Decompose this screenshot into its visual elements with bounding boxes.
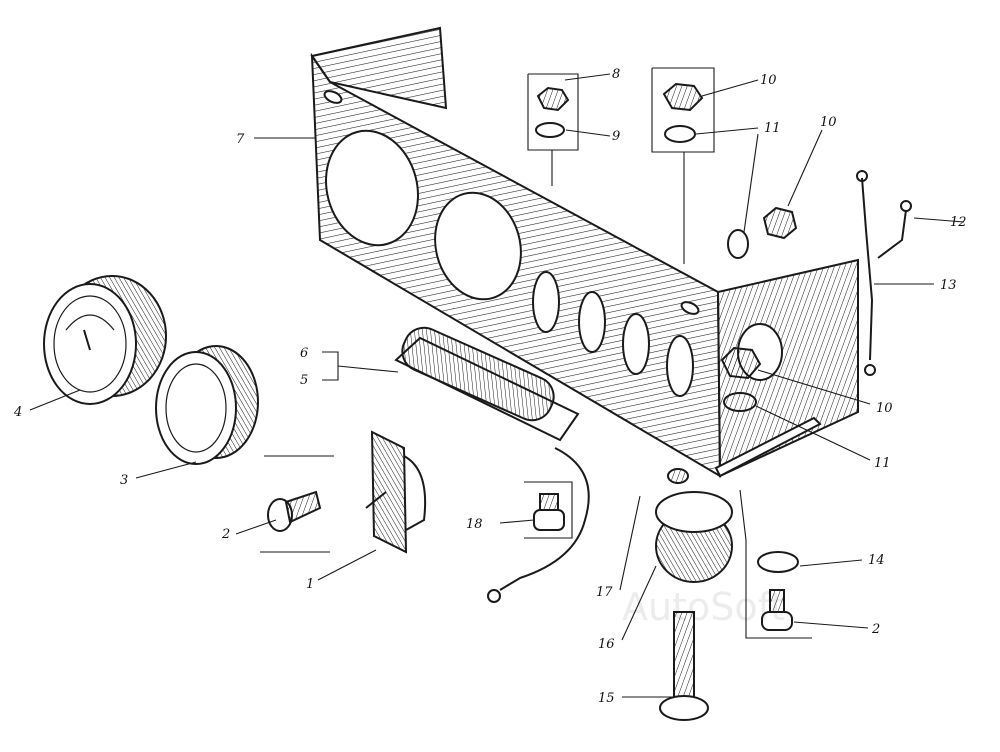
callout-17: 17 <box>596 585 613 600</box>
nut-8 <box>536 86 570 112</box>
callout-10-mid: 10 <box>820 115 837 130</box>
callout-7: 7 <box>236 132 245 147</box>
callout-18: 18 <box>466 517 483 532</box>
gauge-opening-2 <box>434 191 522 301</box>
callout-12: 12 <box>950 215 967 230</box>
wire-13 <box>856 170 876 376</box>
screw-2-right <box>761 589 793 631</box>
nut-10-top-body <box>662 82 704 112</box>
callout-11-lower: 11 <box>874 456 891 471</box>
callout-10-lower: 10 <box>876 401 893 416</box>
screw-2-left <box>267 490 322 532</box>
nut-10-lower-body <box>720 346 762 380</box>
oval-hole-1 <box>532 271 560 333</box>
callout-16: 16 <box>598 637 615 652</box>
watermark: AutoSoft <box>622 585 785 629</box>
callout-14: 14 <box>868 553 885 568</box>
block-lead-wire <box>499 447 590 591</box>
gauge-4-face <box>53 295 127 393</box>
gauge-3 <box>155 345 259 465</box>
slot-right <box>680 301 700 315</box>
slot-left <box>323 90 343 104</box>
callout-1: 1 <box>306 577 314 592</box>
callout-13: 13 <box>940 278 957 293</box>
washer-11-top-ring <box>664 125 696 143</box>
panel-bottom-lip <box>714 416 822 478</box>
washer-11-mid <box>727 229 749 259</box>
block-lead-eyelet <box>487 589 501 603</box>
block-body <box>401 326 555 422</box>
wire-13-eyelet-bottom <box>864 364 876 376</box>
gauge-4 <box>43 275 167 405</box>
washer-9-ring <box>535 122 565 138</box>
leader-lines <box>29 67 965 698</box>
screw-2-thread <box>284 490 322 524</box>
switch-plate <box>365 430 427 554</box>
bolt-15-head <box>659 695 709 721</box>
socket-16 <box>655 468 733 583</box>
callout-2-left: 2 <box>221 527 230 542</box>
wire-12-eyelet <box>900 200 912 212</box>
callout-5: 5 <box>300 373 308 388</box>
panel-right-flange <box>716 258 859 478</box>
callout-15: 15 <box>598 691 615 706</box>
callout-6: 6 <box>300 346 308 361</box>
washer-14-ring <box>757 551 799 573</box>
instrument-panel <box>310 26 859 478</box>
switch-plate-body <box>370 430 408 554</box>
screw-2-right-head <box>761 611 793 631</box>
washer-11-lower-ring <box>723 392 757 412</box>
callout-3: 3 <box>120 473 128 488</box>
gauge-4-needle <box>83 329 91 351</box>
gauge-4-rim <box>43 283 137 405</box>
washer-14 <box>757 551 799 573</box>
callout-2-right: 2 <box>871 622 880 637</box>
oval-hole-3 <box>622 313 650 375</box>
nut-10-mid-body <box>762 206 798 240</box>
bolt-15 <box>659 611 709 721</box>
callout-4: 4 <box>13 405 22 420</box>
washer-11-top <box>664 125 696 143</box>
nut-10-top <box>662 82 704 112</box>
switch-plate-knob <box>403 455 427 531</box>
switch-plate-pin <box>365 491 387 509</box>
callout-labels: 7 4 3 2 1 6 5 8 9 10 11 10 12 13 10 11 1… <box>13 67 967 706</box>
gauge-opening-1 <box>325 129 419 247</box>
nut-8-body <box>536 86 570 112</box>
callout-11-top: 11 <box>764 121 781 136</box>
wire-13-eyelet-top <box>856 170 868 182</box>
wire-12 <box>877 200 912 259</box>
bolt-18 <box>533 493 565 531</box>
gauge-3-face <box>165 363 227 453</box>
oval-hole-2 <box>578 291 606 353</box>
socket-16-top-face <box>655 491 733 533</box>
socket-16-top-nut <box>667 468 689 484</box>
oval-hole-4 <box>666 335 694 397</box>
wire-13-cable <box>861 177 874 361</box>
wire-12-cable <box>877 209 907 259</box>
gauge-4-scale <box>65 314 115 331</box>
washer-9 <box>535 122 565 138</box>
washer-11-lower <box>723 392 757 412</box>
washer-11-mid-ring <box>727 229 749 259</box>
nut-10-mid <box>762 206 798 240</box>
gauge-3-rim <box>155 351 237 465</box>
callout-10-top: 10 <box>760 73 777 88</box>
nut-10-lower <box>720 346 762 380</box>
bolt-18-head <box>533 509 565 531</box>
callout-8: 8 <box>612 67 620 82</box>
callout-9: 9 <box>612 129 620 144</box>
terminal-block <box>394 326 590 603</box>
